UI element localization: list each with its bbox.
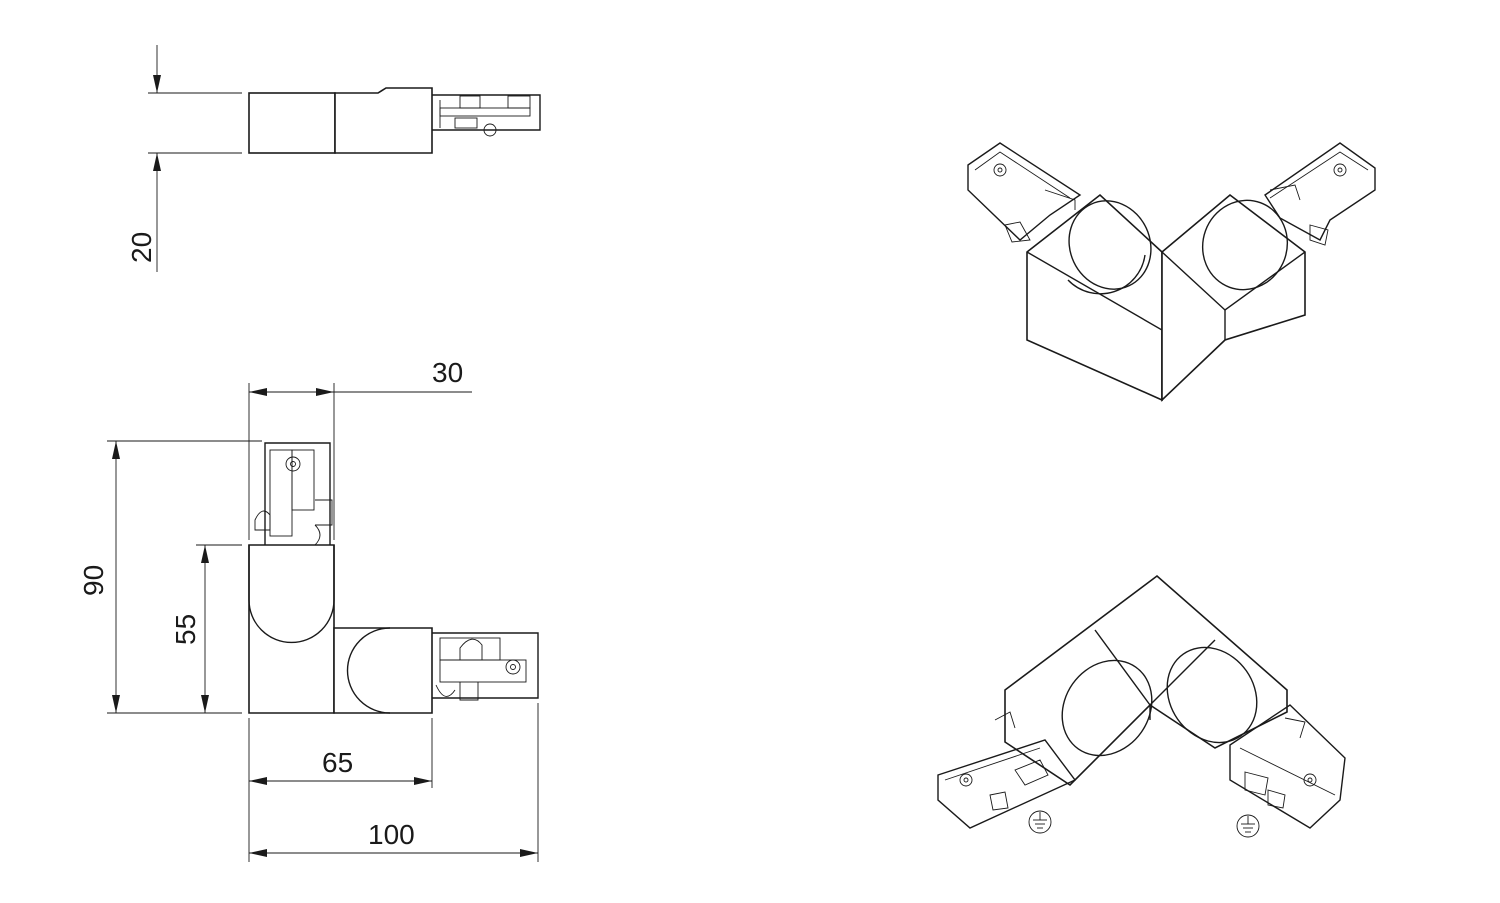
dim-arrow (316, 388, 334, 396)
earth-ground-icon (1236, 814, 1260, 838)
side-view-housing-left (248, 92, 336, 154)
dim-arm-width-label: 30 (432, 357, 463, 388)
plan-adapter-top (254, 442, 333, 546)
dim-arrow (249, 849, 267, 857)
dim-overall-width-label: 100 (368, 819, 415, 850)
plan-vertical-arm (248, 544, 335, 714)
plan-rounded-cover-horizontal (346, 627, 391, 714)
iso-view-bottom (937, 574, 1346, 838)
iso-top-right-block (1161, 193, 1306, 402)
dim-arrow (112, 441, 120, 459)
plan-view: 30 90 55 65 100 (78, 357, 539, 862)
dim-arrow (249, 388, 267, 396)
iso-bottom-left-adapter (937, 711, 1077, 829)
dim-arrow (520, 849, 538, 857)
side-view-adapter (432, 94, 541, 137)
side-view: 20 (126, 45, 541, 272)
plan-horizontal-arm (333, 627, 433, 714)
iso-bottom-cover-right (1166, 646, 1258, 744)
dim-arrow (249, 777, 267, 785)
dim-arrow (201, 545, 209, 563)
dim-inner-width-label: 65 (322, 747, 353, 778)
iso-top-right-adapter (1264, 142, 1376, 246)
iso-bottom-right-adapter (1229, 704, 1346, 829)
iso-view-top (967, 142, 1376, 402)
iso-top-left-adapter (967, 142, 1082, 243)
dim-overall-height-label: 90 (78, 565, 109, 596)
dim-arrow (201, 695, 209, 713)
side-view-housing-right (334, 87, 433, 154)
dim-inner-height-label: 55 (170, 614, 201, 645)
plan-rounded-cover-vertical (248, 599, 335, 644)
dim-arrow (153, 153, 161, 171)
iso-bottom-housing (1004, 574, 1288, 787)
iso-bottom-cover-left (1061, 659, 1153, 757)
earth-ground-icon (1028, 810, 1052, 834)
dim-arrow (112, 695, 120, 713)
dim-height-label: 20 (126, 232, 157, 263)
dim-arrow (414, 777, 432, 785)
dim-arrow (153, 75, 161, 93)
plan-adapter-right (432, 632, 539, 701)
iso-top-left-block (1026, 193, 1163, 402)
